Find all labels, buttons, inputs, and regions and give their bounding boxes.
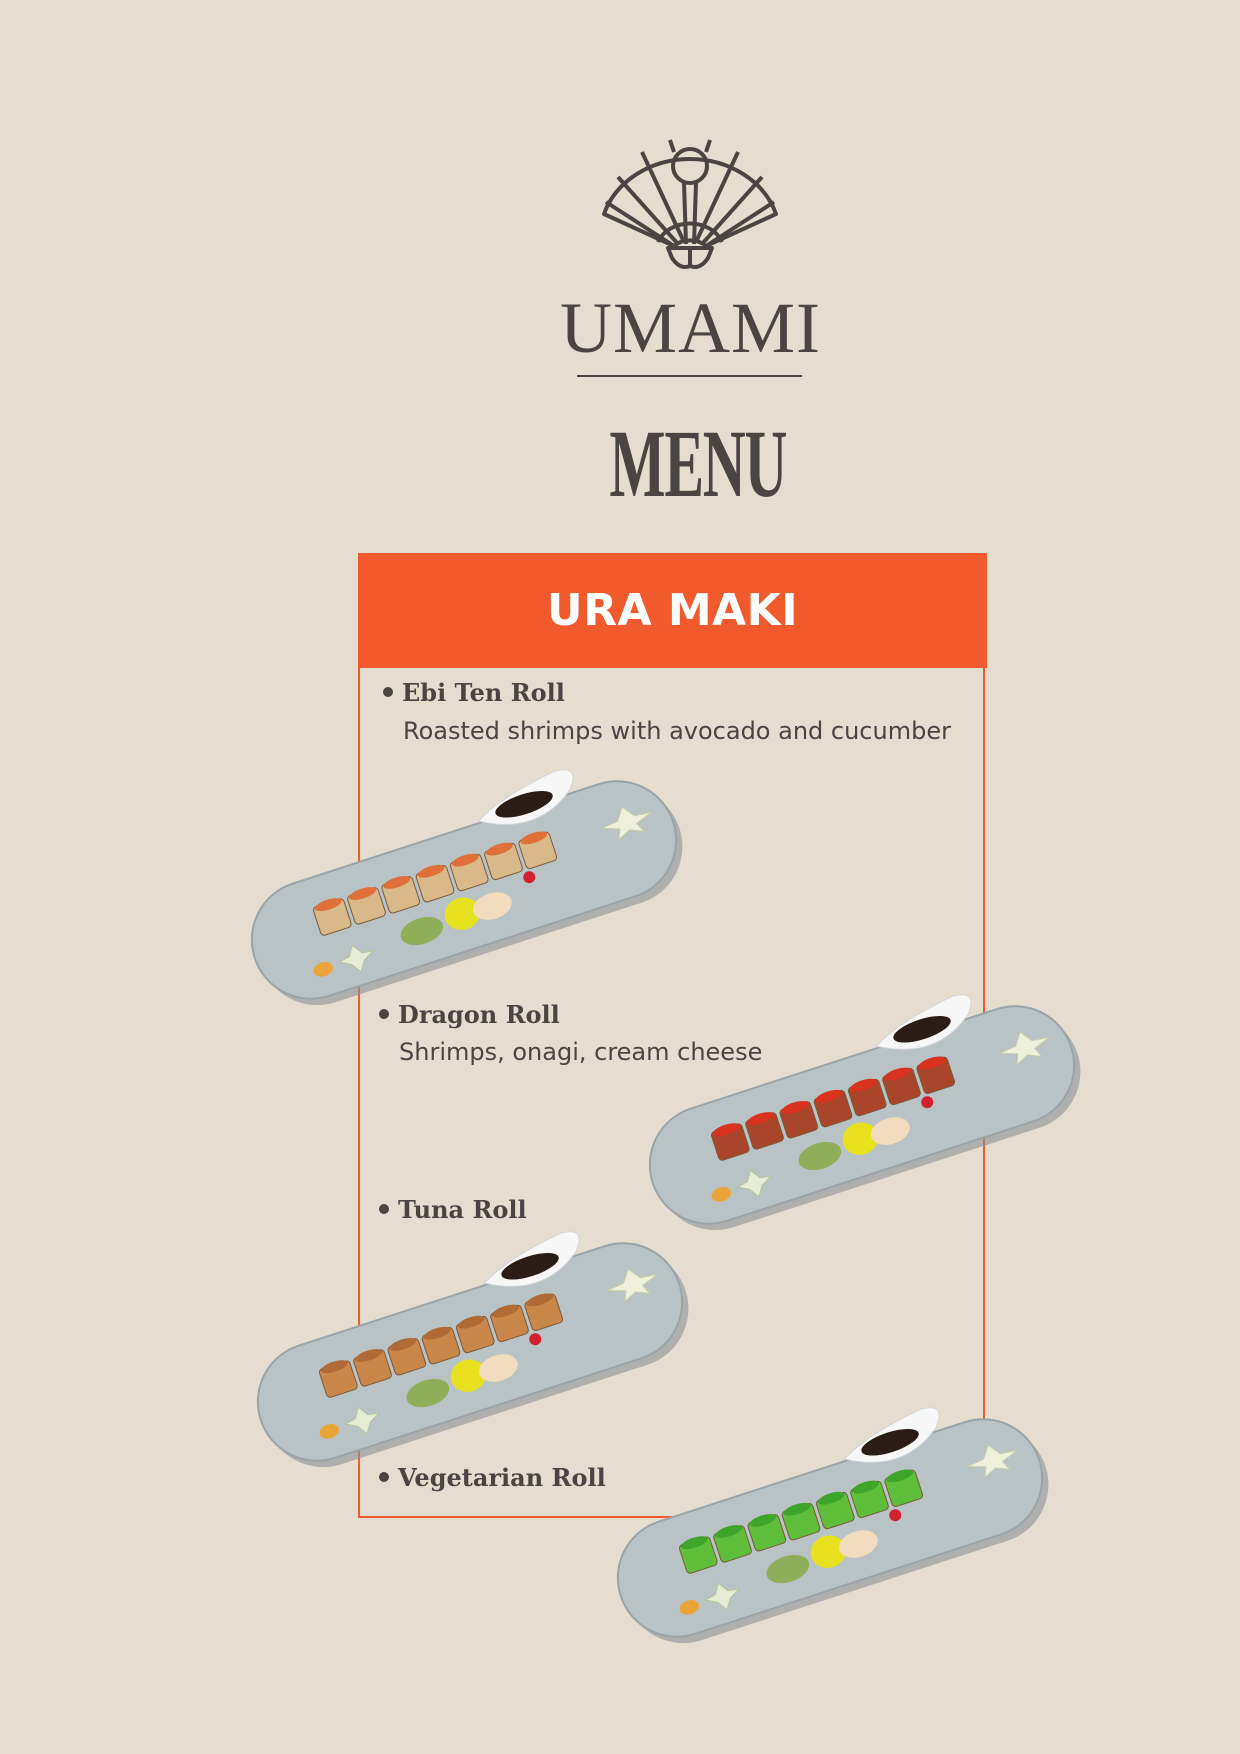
- section-header: URA MAKI: [358, 553, 987, 668]
- sushi-piece: [312, 898, 352, 936]
- menu-item-name: Dragon Roll: [379, 1000, 560, 1029]
- pickled-radish: [810, 1535, 847, 1568]
- wasabi-leaf: [766, 1554, 810, 1584]
- pickled-ginger: [838, 1530, 878, 1558]
- bullet: [379, 1203, 389, 1214]
- sushi-topping: [715, 1525, 742, 1538]
- folding-fan-logo-icon: [602, 139, 778, 269]
- sushi-topping: [320, 1360, 348, 1374]
- menu-item-description: Roasted shrimps with avocado and cucumbe…: [403, 717, 951, 745]
- brand-divider: [577, 375, 802, 377]
- cucumber-star: [703, 1582, 741, 1611]
- citrus-garnish: [319, 1424, 339, 1439]
- sushi-topping: [680, 1536, 708, 1550]
- citrus-garnish: [679, 1600, 699, 1615]
- bullet: [379, 1008, 389, 1019]
- bullet: [383, 686, 393, 697]
- star-fruit: [999, 1031, 1050, 1066]
- sushi-piece: [678, 1536, 718, 1574]
- sushi-piece: [713, 1525, 752, 1563]
- menu-item-name: Tuna Roll: [379, 1195, 527, 1224]
- bullet: [379, 1471, 389, 1482]
- citrus-garnish: [313, 962, 333, 977]
- menu-item-description: Shrimps, onagi, cream cheese: [399, 1038, 763, 1066]
- sushi-topping: [314, 898, 342, 912]
- page-title: MENU: [609, 410, 787, 517]
- section-title: URA MAKI: [546, 585, 799, 636]
- menu-item-name: Vegetarian Roll: [379, 1463, 606, 1492]
- sushi-piece: [318, 1360, 358, 1398]
- brand-name: UMAMI: [560, 288, 822, 368]
- sushi-piece: [747, 1514, 787, 1552]
- menu-item-name: Ebi Ten Roll: [383, 678, 565, 707]
